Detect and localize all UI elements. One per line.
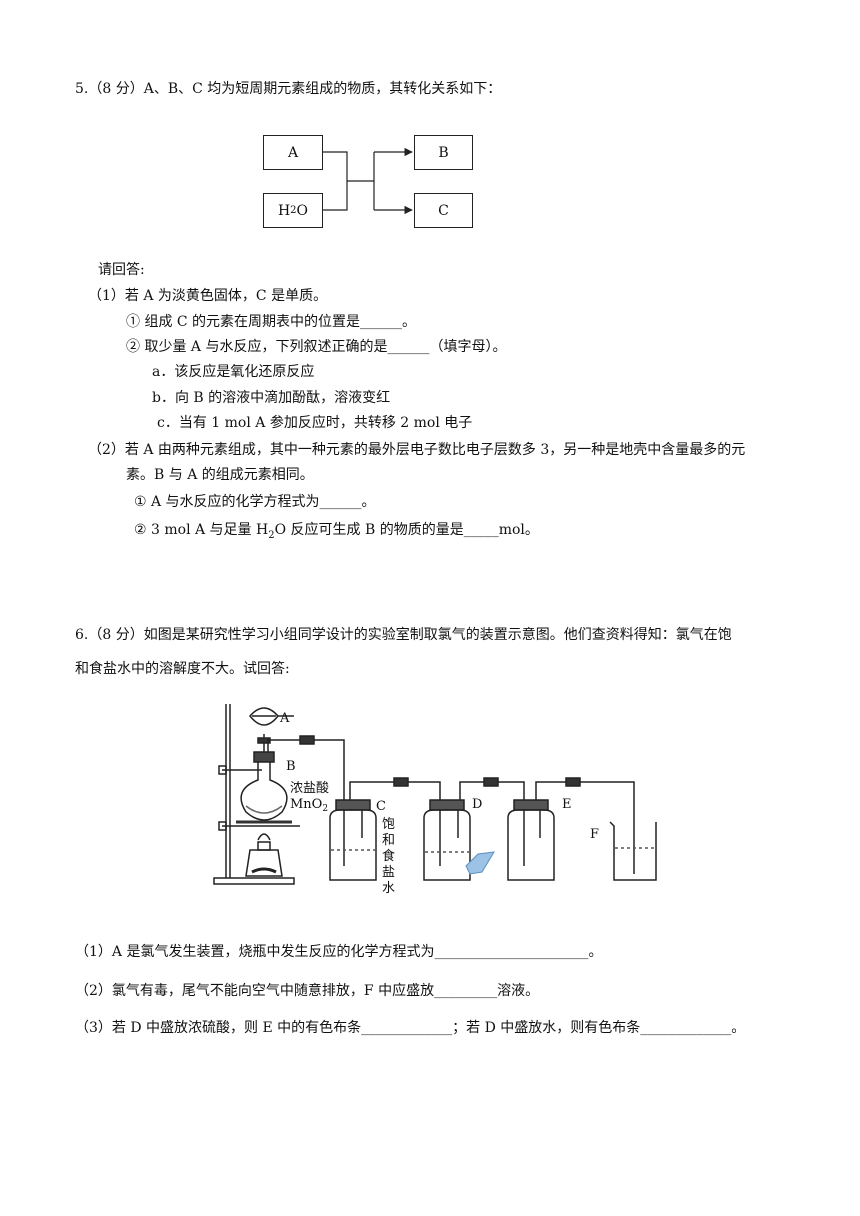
q5-option-b: b．向 B 的溶液中滴加酚酞，溶液变红 xyxy=(152,390,391,406)
label-mno2: MnO2 xyxy=(290,797,328,814)
q5-part1: （1）若 A 为淡黄色固体，C 是单质。 xyxy=(88,288,328,304)
box-c: C xyxy=(414,193,473,228)
brine-char-1: 饱 xyxy=(382,817,395,832)
label-acid: 浓盐酸 xyxy=(290,781,329,796)
brine-char-2: 和 xyxy=(382,833,395,848)
label-a: A xyxy=(279,711,290,726)
box-b: B xyxy=(414,135,473,170)
q5-intro: 请回答: xyxy=(98,262,145,278)
q5-header: 5.（8 分）A、B、C 均为短周期元素组成的物质，其转化关系如下： xyxy=(75,81,502,97)
q5-part2-2: ② 3 mol A 与足量 H2O 反应可生成 B 的物质的量是_____mol… xyxy=(134,522,539,541)
q6-header-line1: 6.（8 分）如图是某研究性学习小组同学设计的实验室制取氯气的装置示意图。他们查… xyxy=(75,627,732,643)
label-c: C xyxy=(376,799,386,814)
q6-sub1: （1）A 是氯气发生装置，烧瓶中发生反应的化学方程式为_____________… xyxy=(75,944,603,960)
label-f: F xyxy=(590,827,599,842)
q5-part1-1: ① 组成 C 的元素在周期表中的位置是______。 xyxy=(126,314,417,330)
q6-sub2: （2）氯气有毒，尾气不能向空气中随意排放，F 中应盛放_________溶液。 xyxy=(75,983,540,999)
q5-part1-2: ② 取少量 A 与水反应，下列叙述正确的是______（填字母）。 xyxy=(126,339,507,355)
brine-char-5: 水 xyxy=(382,881,395,896)
q5-option-c: c．当有 1 mol A 参加反应时，共转移 2 mol 电子 xyxy=(157,415,473,431)
brine-char-3: 食 xyxy=(382,848,395,864)
q5-part2-line2: 素。B 与 A 的组成元素相同。 xyxy=(126,467,314,483)
q5-part2-1: ① A 与水反应的化学方程式为______。 xyxy=(134,494,376,510)
q5-part2-line1: （2）若 A 由两种元素组成，其中一种元素的最外层电子数比电子层数多 3，另一种… xyxy=(88,442,746,458)
q5-option-a: a．该反应是氧化还原反应 xyxy=(152,364,315,380)
brine-char-4: 盐 xyxy=(382,865,395,880)
label-e: E xyxy=(562,797,572,812)
label-d: D xyxy=(472,797,482,812)
label-b: B xyxy=(286,759,296,774)
q6-sub3: （3）若 D 中盛放浓硫酸，则 E 中的有色布条_____________；若 … xyxy=(75,1020,746,1036)
q6-header-line2: 和食盐水中的溶解度不大。试回答: xyxy=(75,661,290,677)
